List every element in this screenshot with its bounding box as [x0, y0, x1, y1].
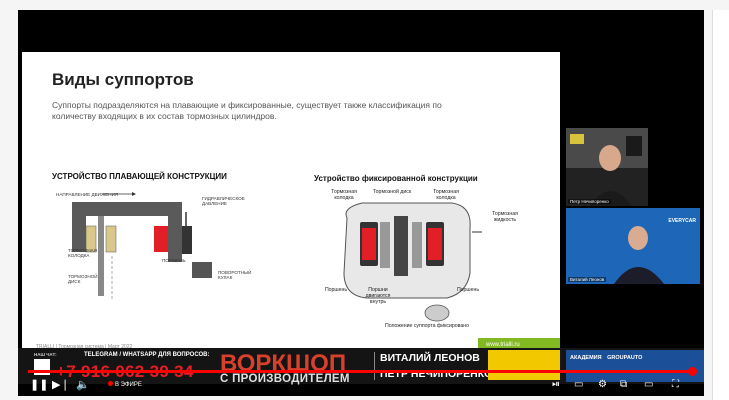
label-direction: НАПРАВЛЕНИЕ ДВИЖЕНИЯ	[56, 192, 119, 197]
progress-fill	[28, 370, 693, 373]
pause-icon[interactable]: ❚❚	[30, 379, 49, 391]
live-label: В ЭФИРЕ	[115, 382, 142, 388]
player-controls: ❚❚ ▶❘ 🔈 В ЭФИРЕ ⏯ ▭ ⚙ ⧉ ▭ ⛶	[18, 374, 704, 396]
producer-subtitle: С ПРОИЗВОДИТЕЛЕМ	[220, 373, 350, 385]
miniplayer-icon[interactable]: ⧉	[620, 379, 628, 390]
video-player[interactable]: Виды суппортов Суппорты подразделяются н…	[18, 10, 704, 396]
live-dot-icon	[108, 381, 113, 386]
volume-icon[interactable]: 🔈	[76, 379, 90, 391]
trialli-logo	[488, 350, 560, 380]
telegram-label: TELEGRAM / WHATSAPP ДЛЯ ВОПРОСОВ:	[84, 352, 210, 358]
label-fixed-disc: Тормозной диск	[372, 189, 412, 195]
label-hydraulic: ГИДРАВЛИЧЕСКОЕ ДАВЛЕНИЕ	[202, 196, 245, 207]
camera-feed-top: Петр Нечипоренко	[566, 128, 648, 206]
live-indicator[interactable]: В ЭФИРЕ	[108, 381, 142, 388]
label-piston-left: Поршень	[324, 287, 348, 293]
camera-name-top: Петр Нечипоренко	[568, 199, 611, 204]
label-piston-right: Поршень	[456, 287, 480, 293]
banner-divider	[374, 352, 375, 380]
subtitles-icon[interactable]: ▭	[574, 379, 584, 390]
label-piston: ПОРШЕНЬ	[162, 258, 186, 263]
label-pad-right: Тормозная колодка	[433, 189, 459, 201]
side-panel	[712, 10, 729, 400]
label-pad-left: Тормозная колодка	[331, 189, 357, 201]
label-knuckle: ПОВОРОТНЫЙ КУЛАК	[218, 270, 252, 281]
camera-feed-bottom: EVERYCAR Виталий Леонов	[566, 208, 700, 284]
label-pad: ТОРМОЗНАЯ КОЛОДКА	[68, 248, 98, 259]
academy-label: АКАДЕМИЯ	[570, 355, 602, 361]
label-pistons-move: Поршни двигаются внутрь	[365, 287, 391, 305]
right-diagram-title: Устройство фиксированной конструкции	[314, 174, 478, 183]
presentation-slide: Виды суппортов Суппорты подразделяются н…	[22, 52, 560, 352]
floating-caliper-diagram	[72, 192, 212, 300]
person-avatar-top	[566, 128, 648, 206]
progress-bar[interactable]	[28, 367, 697, 376]
left-diagram-title: УСТРОЙСТВО ПЛАВАЮЩЕЙ КОНСТРУКЦИИ	[52, 172, 227, 181]
autoplay-icon[interactable]: ⏯	[552, 379, 560, 390]
slide-description: Суппорты подразделяются на плавающие и ф…	[52, 100, 442, 122]
progress-handle[interactable]	[687, 367, 697, 376]
theater-icon[interactable]: ▭	[644, 379, 654, 390]
fixed-caliper-diagram	[343, 202, 482, 322]
academy-logo: АКАДЕМИЯ GROUPAUTO	[566, 350, 704, 382]
slide-title: Виды суппортов	[52, 70, 194, 89]
next-icon[interactable]: ▶❘	[52, 379, 70, 391]
footer-left: TRIALLI | Тормозная система | Март 2022	[36, 344, 133, 350]
camera-brand: EVERYCAR	[668, 218, 696, 224]
fullscreen-icon[interactable]: ⛶	[672, 379, 679, 390]
person-avatar-bottom	[566, 208, 700, 284]
speaker-name-1: ВИТАЛИЙ ЛЕОНОВ	[380, 352, 480, 364]
label-position: Положение суппорта фиксировано	[384, 323, 470, 329]
stream-banner: НАШ ЧАТ: TELEGRAM / WHATSAPP ДЛЯ ВОПРОСО…	[18, 348, 704, 385]
label-fluid: Тормозная жидкость	[492, 211, 518, 223]
label-disc: ТОРМОЗНОЙ ДИСК	[68, 274, 98, 285]
groupauto-label: GROUPAUTO	[607, 355, 643, 361]
chat-label: НАШ ЧАТ:	[34, 352, 57, 357]
camera-name-bottom: Виталий Леонов	[568, 277, 607, 282]
settings-icon[interactable]: ⚙	[598, 379, 607, 390]
